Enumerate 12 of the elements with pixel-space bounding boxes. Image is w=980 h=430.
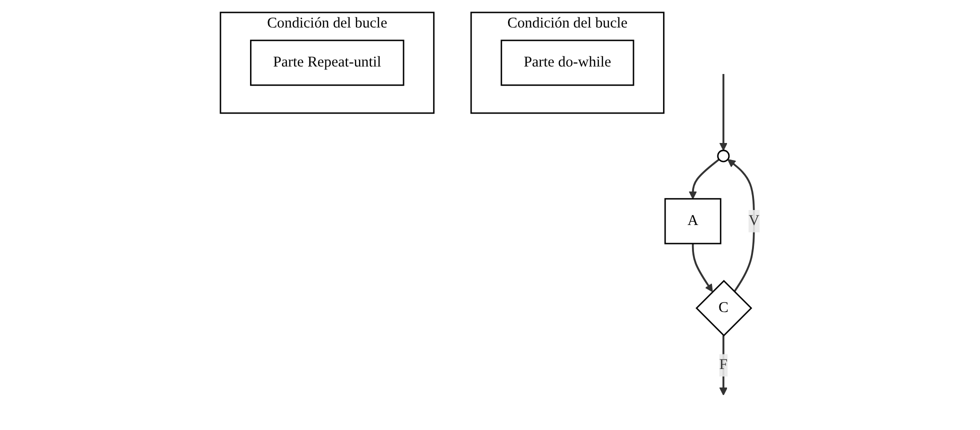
- node-circle: [717, 150, 730, 162]
- node-box: Parte Repeat-until: [250, 40, 404, 86]
- arrow: [728, 159, 755, 292]
- arrow: [719, 336, 728, 396]
- node-box: A: [664, 198, 722, 244]
- arrow: [719, 74, 728, 151]
- arrow: [688, 158, 720, 200]
- node-diamond: C: [696, 280, 752, 337]
- arrow: [692, 244, 713, 292]
- edge-label: V: [748, 212, 760, 229]
- edge-label: F: [719, 356, 728, 373]
- node-box: Parte do-while: [500, 40, 634, 86]
